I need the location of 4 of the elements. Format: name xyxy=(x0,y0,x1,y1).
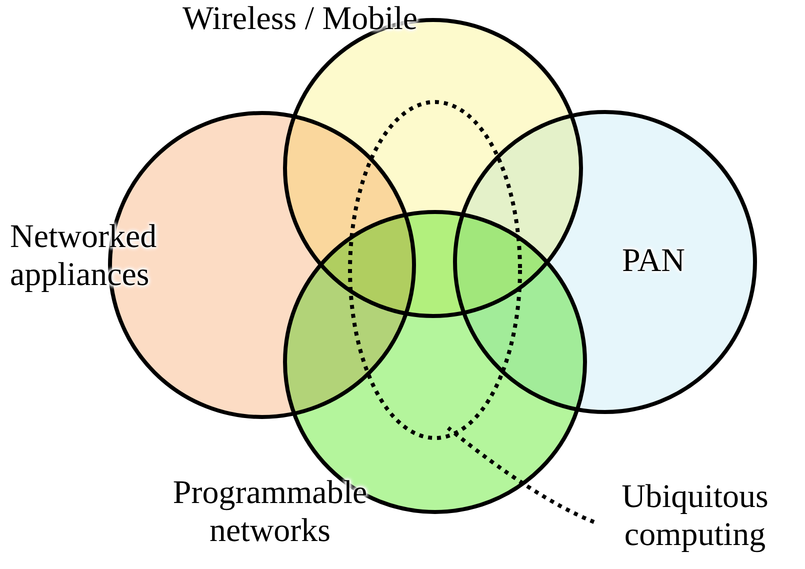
circle-label: PAN xyxy=(622,242,686,280)
circle-label: Programmable networks xyxy=(172,474,368,550)
leader-line xyxy=(446,426,595,524)
leader-label: Ubiquitous computing xyxy=(620,478,770,554)
